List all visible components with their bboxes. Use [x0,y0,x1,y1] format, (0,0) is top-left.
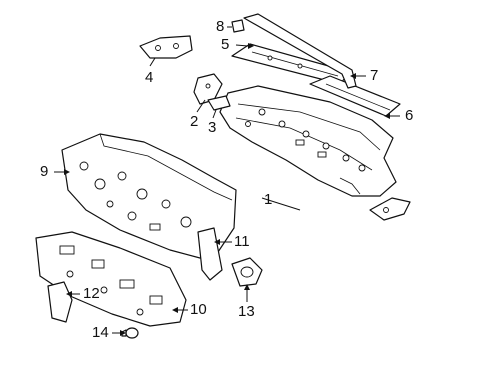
callout-10: 10 [190,301,207,318]
callout-11: 11 [234,233,250,250]
callout-12: 12 [83,285,100,302]
callout-2: 2 [190,113,199,130]
callout-8: 8 [216,18,225,35]
bracket-4-part [139,35,193,67]
callout-3: 3 [208,119,217,136]
callout-1: 1 [264,191,273,208]
pad-12-part [47,281,80,323]
plug-14-part [112,327,139,339]
dash-panel-9-part [54,133,237,259]
cowl-grille-6-part [309,75,401,119]
callout-9: 9 [40,163,49,180]
bracket-3-part [207,95,231,119]
clip-8-part [227,19,245,33]
callout-5: 5 [221,36,230,53]
callout-7: 7 [370,67,379,84]
callout-6: 6 [405,107,414,124]
callout-14: 14 [92,324,109,341]
seal-strip-7-part [243,13,366,89]
cowl-panel-part [219,85,411,221]
bracket-11-part [197,227,232,281]
grommet-13-part [231,257,263,302]
callout-4: 4 [145,69,154,86]
callout-13: 13 [238,303,255,320]
